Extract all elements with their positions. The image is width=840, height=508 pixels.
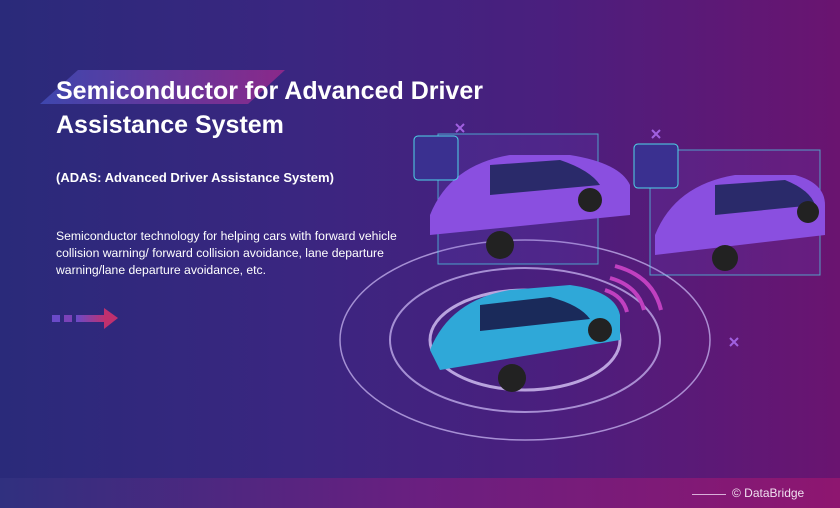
signal-waves-icon (604, 264, 663, 313)
x-mark-decoration (455, 123, 739, 347)
radar-rings-icon (339, 239, 711, 441)
footer-divider (692, 494, 726, 495)
page-title: Semiconductor for Advanced Driver Assist… (56, 77, 483, 139)
car-detected-left (413, 133, 630, 265)
footer-band (0, 478, 840, 508)
subtitle: (ADAS: Advanced Driver Assistance System… (56, 170, 334, 185)
title-stripe-decoration (40, 70, 285, 104)
description: Semiconductor technology for helping car… (56, 229, 397, 277)
arrow-decoration (52, 308, 118, 329)
car-main (430, 285, 620, 392)
car-detected-right (633, 143, 825, 276)
copyright: © DataBridge (732, 486, 805, 500)
